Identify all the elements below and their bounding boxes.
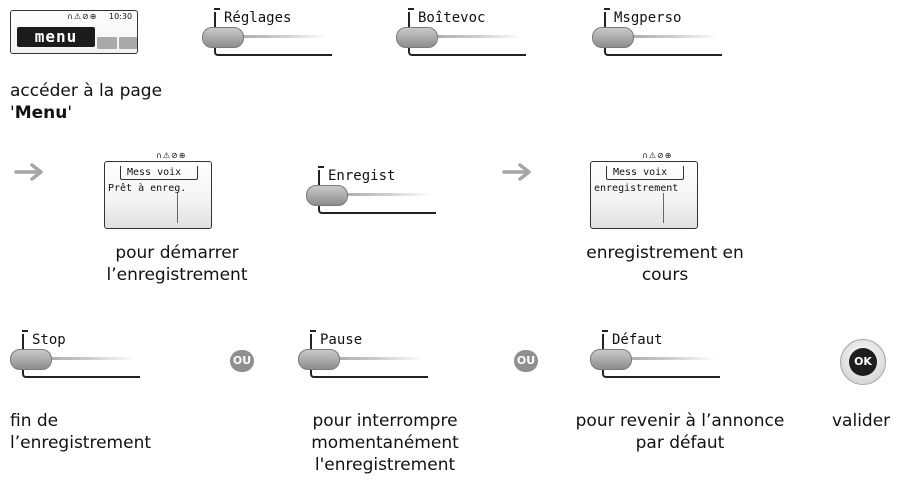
caption-validate: valider [832, 411, 891, 431]
softkey-sheen [606, 357, 716, 360]
right-arrow-icon [502, 156, 534, 189]
softkey-sheen [608, 35, 718, 38]
softkey-pause[interactable]: Pause [298, 330, 428, 378]
softkey-label: Boîtevoc [418, 10, 486, 26]
caption-stop-line1: fin de [10, 411, 59, 431]
display-screen-recording: ∩⚠⊘⊕ Mess voix enregistrement [590, 151, 698, 229]
display-screen-ready: ∩⚠⊘⊕ Mess voix Prêt à enreg. [104, 151, 212, 229]
softkey-button[interactable] [592, 27, 634, 48]
softkey-sheen [218, 35, 328, 38]
display-line2: Prêt à enreg. [108, 183, 187, 194]
ou-badge-icon: OU [230, 350, 254, 372]
caption-start-line2: l’enregistrement [106, 265, 248, 285]
quote-close: ' [67, 103, 73, 123]
softkey-label: Enregist [328, 168, 396, 184]
softkey-sheen [322, 193, 432, 196]
caption-stop: fin de l’enregistrement [10, 410, 151, 454]
caption-menu-line1: accéder à la page [10, 81, 163, 101]
clock-time: 10:30 [109, 12, 133, 21]
caption-default: pour revenir à l’annonce par défaut [555, 410, 805, 454]
caption-progress-line1: enregistrement en [586, 243, 744, 263]
status-icons: ∩⚠⊘⊕ [642, 151, 673, 160]
softkey-label: Réglages [224, 10, 292, 26]
softkey-msgperso[interactable]: Msgperso [592, 8, 722, 56]
softkey-button[interactable] [298, 349, 340, 370]
softkey-button[interactable] [306, 185, 348, 206]
softkey-defaut[interactable]: Défaut [590, 330, 720, 378]
softkey-boitevoc[interactable]: Boîtevoc [396, 8, 526, 56]
display-line2: enregistrement [594, 183, 679, 194]
softkey-sheen [314, 357, 424, 360]
display-box [104, 161, 212, 229]
caption-pause: pour interrompre momentanément l'enregis… [290, 410, 480, 476]
softkey-blank-2[interactable] [119, 37, 137, 49]
softkey-button[interactable] [202, 27, 244, 48]
ok-label: OK [849, 348, 877, 376]
softkey-enregist[interactable]: Enregist [306, 166, 436, 214]
caption-pause-line1: pour interrompre [312, 411, 458, 431]
softkey-button[interactable] [10, 349, 52, 370]
caption-start: pour démarrer l’enregistrement [92, 242, 262, 286]
softkey-label: Stop [32, 332, 66, 348]
menu-screen: ∩⚠⊘⊕ 10:30 menu [10, 10, 138, 54]
caption-stop-line2: l’enregistrement [10, 433, 152, 453]
softkey-button[interactable] [590, 349, 632, 370]
display-stem [177, 193, 178, 223]
ok-button-icon[interactable]: OK [840, 339, 886, 385]
quote-open: ' [10, 103, 15, 123]
softkey-label: Pause [320, 332, 363, 348]
caption-progress: enregistrement en cours [570, 242, 760, 286]
softkey-blank-1[interactable] [97, 37, 117, 49]
caption-default-line1: pour revenir à l’annonce [575, 411, 785, 431]
softkey-reglages[interactable]: Réglages [202, 8, 332, 56]
caption-pause-line2: momentanément [311, 433, 459, 453]
caption-menu-line2: 'Menu' [10, 102, 162, 124]
caption-menu-bold: Menu [14, 103, 68, 123]
caption-pause-line3: l'enregistrement [314, 455, 456, 475]
status-icons: ∩⚠⊘⊕ [156, 151, 187, 160]
display-stem [663, 193, 664, 223]
softkey-label: Msgperso [614, 10, 682, 26]
caption-progress-line2: cours [641, 265, 689, 285]
softkey-stop[interactable]: Stop [10, 330, 140, 378]
menu-key[interactable]: menu [17, 27, 95, 47]
display-title: Mess voix [120, 166, 198, 180]
right-arrow-icon [14, 156, 46, 189]
display-box [590, 161, 698, 229]
status-icons: ∩⚠⊘⊕ [67, 12, 98, 21]
softkey-sheen [26, 357, 136, 360]
caption-default-line2: par défaut [635, 433, 725, 453]
caption-start-line1: pour démarrer [115, 243, 239, 263]
caption-menu: accéder à la page 'Menu' [10, 80, 162, 124]
ou-badge-icon: OU [514, 350, 538, 372]
softkey-sheen [412, 35, 522, 38]
display-title: Mess voix [606, 166, 684, 180]
softkey-label: Défaut [612, 332, 663, 348]
softkey-button[interactable] [396, 27, 438, 48]
